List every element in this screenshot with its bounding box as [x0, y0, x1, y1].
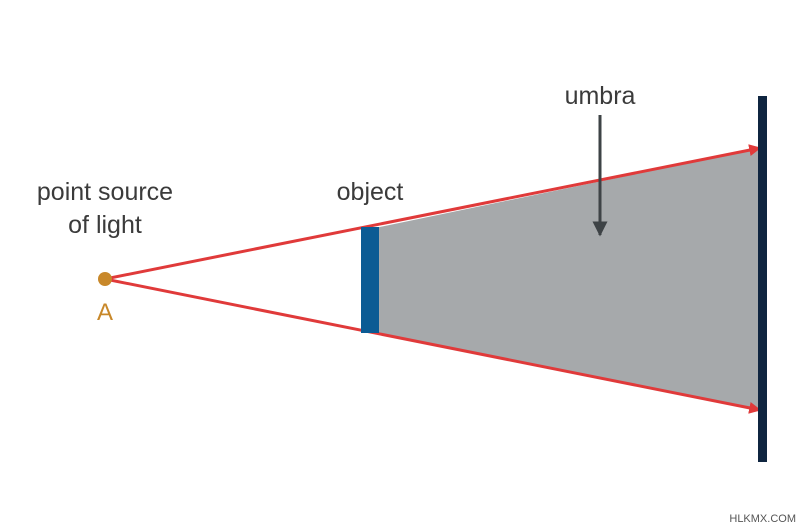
- upper-ray: [104, 144, 762, 281]
- label-umbra: umbra: [565, 82, 636, 110]
- umbra-region: [370, 148, 762, 410]
- label-point-source-line2: of light: [68, 211, 142, 239]
- point-source-dot: [98, 272, 112, 286]
- screen: [758, 96, 767, 462]
- watermark-text: HLKMX.COM: [729, 513, 796, 525]
- label-point-source-line1: point source: [37, 178, 173, 206]
- lower-ray: [104, 277, 762, 414]
- label-object: object: [337, 178, 404, 206]
- label-point-a: A: [97, 299, 113, 326]
- opaque-object: [361, 227, 379, 333]
